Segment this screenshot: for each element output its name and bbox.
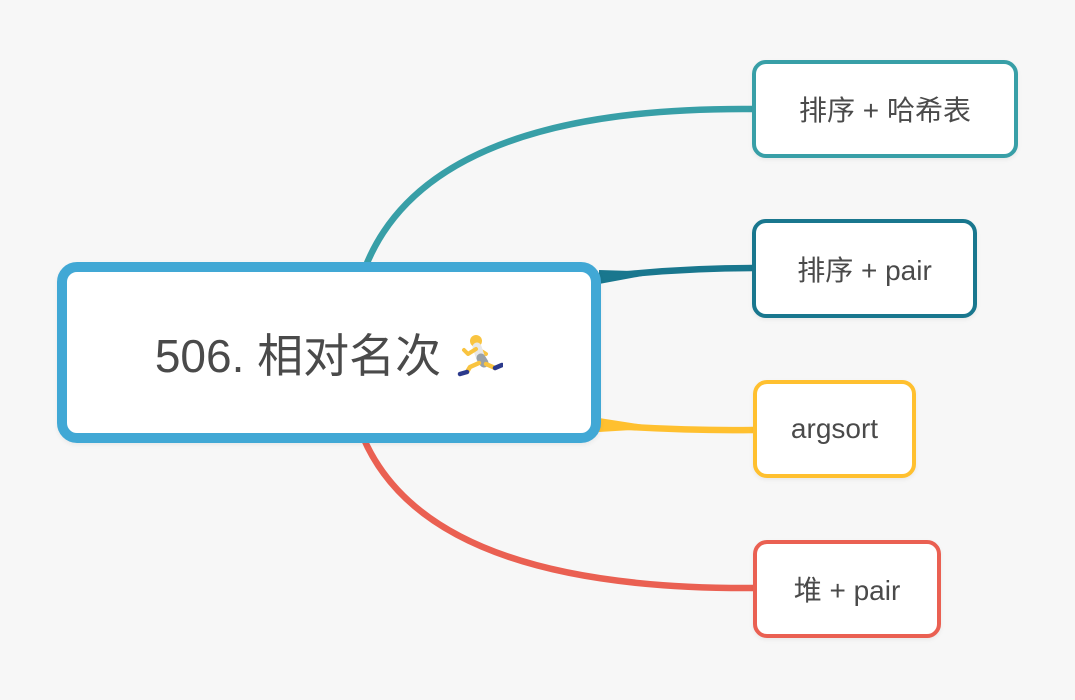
branch-node-label: argsort (790, 413, 879, 444)
root-node-label: 506. 相对名次 (154, 329, 442, 382)
branch-node-sort-pair[interactable]: 排序 + pair (752, 219, 977, 318)
connector-argsort-line (596, 421, 758, 434)
branch-node-argsort[interactable]: argsort (753, 380, 916, 478)
runner-emoji-icon (457, 334, 504, 376)
branch-node-sort-hash[interactable]: 排序 + 哈希表 (752, 60, 1018, 158)
branch-node-label: 排序 + 哈希表 (799, 95, 971, 126)
connector-sort-hash-line (361, 105, 758, 272)
branch-node-label: 排序 + pair (797, 254, 932, 286)
connector-heap-pair-line (359, 433, 758, 592)
connector-sort-pair-line (596, 264, 758, 281)
branch-node-label: 堆 + pair (793, 575, 901, 606)
root-node[interactable]: 506. 相对名次 (57, 262, 601, 443)
branch-node-heap-pair[interactable]: 堆 + pair (753, 540, 941, 638)
